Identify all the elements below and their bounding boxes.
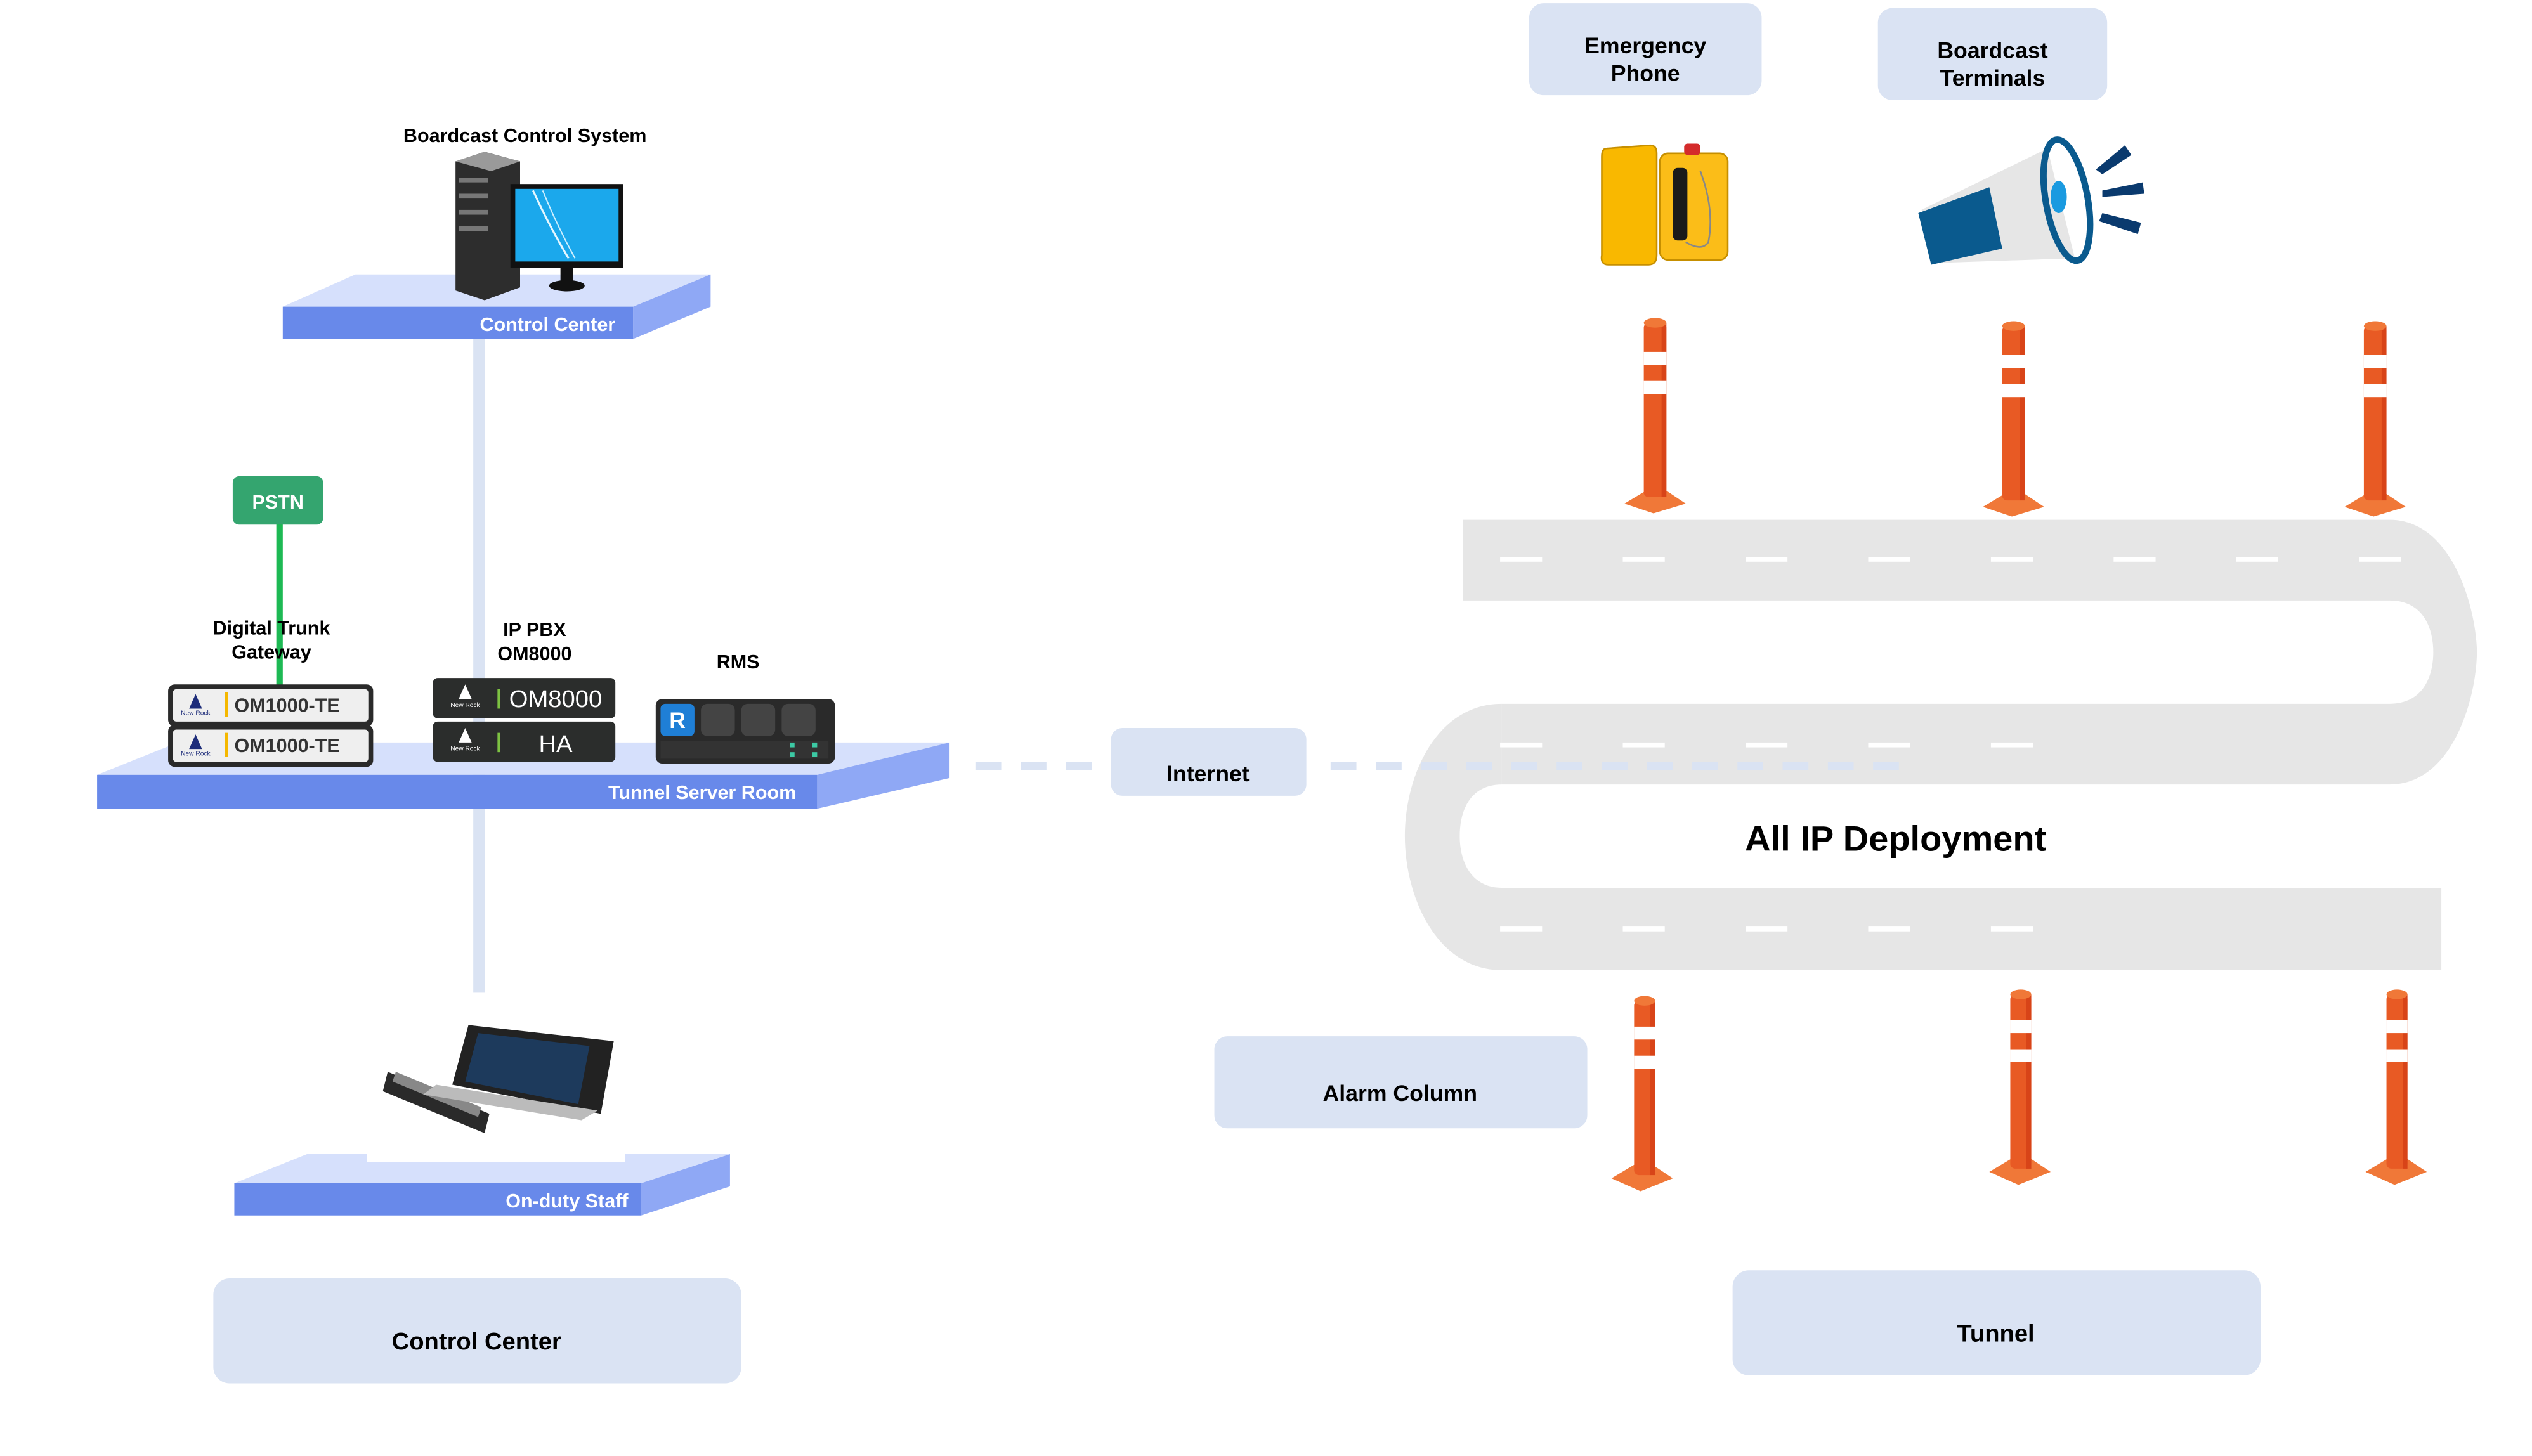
platform-side (817, 742, 950, 809)
emergency-phone-label-line2: Phone (1611, 60, 1680, 86)
pbx-device[interactable]: New Rock OM8000 (433, 678, 616, 718)
rms-logo-icon (660, 703, 695, 736)
device-model: OM8000 (509, 686, 602, 713)
pbx-label-line2: OM8000 (497, 643, 571, 665)
tunnel-server-room-label: Tunnel Server Room (608, 782, 796, 803)
brand-label: New Rock (181, 710, 211, 717)
pbx-label-line1: IP PBX (503, 619, 566, 640)
control-center-label: Control Center (392, 1328, 561, 1355)
bollard-bottom-3 (2365, 989, 2427, 1185)
platform-front (282, 306, 634, 339)
emergency-phone-box[interactable]: Emergency Phone (1529, 3, 1762, 96)
platform-front (97, 774, 818, 809)
platform-side (633, 274, 711, 339)
alarm-column-box[interactable]: Alarm Column (1214, 1036, 1588, 1129)
device-model: OM1000-TE (234, 735, 339, 757)
dashed-link-left (975, 762, 1092, 770)
device-model: OM1000-TE (234, 695, 339, 717)
control-center-box[interactable]: Control Center (213, 1278, 741, 1384)
gateway-device[interactable]: New Rock OM1000-TE (168, 724, 374, 767)
rms-device[interactable]: R (655, 699, 835, 764)
on-duty-staff-label: On-duty Staff (506, 1190, 629, 1212)
control-center-platform-label: Control Center (480, 314, 615, 335)
internet-label: Internet (1166, 761, 1250, 786)
megaphone-icon (1918, 136, 2144, 265)
gateway-label-line1: Digital Trunk (213, 617, 331, 639)
bollard-top-2 (1983, 321, 2044, 517)
gateway-device[interactable]: New Rock OM1000-TE (168, 684, 374, 727)
emergency-phone-label-line1: Emergency (1584, 33, 1706, 58)
new-rock-logo-icon (459, 684, 472, 699)
bollard-bottom-1 (1611, 996, 1673, 1192)
pstn-label: PSTN (252, 491, 303, 513)
serpentine-road (1404, 519, 2477, 970)
tunnel-label: Tunnel (1957, 1320, 2034, 1347)
bollard-top-1 (1624, 318, 1686, 514)
bollard-bottom-2 (1989, 989, 2051, 1185)
pstn-node[interactable]: PSTN (232, 476, 323, 525)
dispatch-console-icon (382, 1025, 614, 1133)
dashed-link-right (1330, 762, 1899, 770)
pbx-ha-device[interactable]: New Rock HA (433, 721, 616, 762)
rms-logo: R (669, 708, 686, 733)
all-ip-deployment-label: All IP Deployment (1745, 818, 2046, 858)
new-rock-logo-icon (459, 728, 472, 743)
server-computer-icon (455, 152, 623, 301)
platform-side (641, 1154, 730, 1216)
platform-front (234, 1183, 641, 1216)
internet-node[interactable]: Internet (1111, 728, 1307, 796)
rms-label: RMS (717, 651, 760, 673)
gateway-label-line2: Gateway (232, 642, 311, 663)
broadcast-terminals-label-line1: Boardcast (1937, 38, 2047, 63)
new-rock-logo-icon (189, 734, 202, 750)
bollard-top-3 (2344, 321, 2406, 517)
new-rock-logo-icon (189, 694, 202, 709)
on-duty-staff-platform[interactable]: On-duty Staff (234, 1154, 730, 1216)
broadcast-terminals-box[interactable]: Boardcast Terminals (1877, 8, 2108, 100)
control-center-platform[interactable]: Control Center (282, 274, 711, 339)
tunnel-box[interactable]: Tunnel (1732, 1270, 2261, 1375)
brand-label: New Rock (450, 746, 480, 753)
broadcast-terminals-label-line2: Terminals (1940, 65, 2046, 91)
device-model: HA (538, 731, 573, 758)
broadcast-control-system-label: Boardcast Control System (403, 125, 646, 146)
vertical-connector-line (473, 330, 485, 993)
alarm-column-label: Alarm Column (1323, 1081, 1477, 1106)
pstn-line (276, 523, 283, 688)
emergency-phone-icon (1600, 143, 1729, 266)
brand-label: New Rock (450, 702, 480, 709)
brand-label: New Rock (181, 750, 211, 757)
